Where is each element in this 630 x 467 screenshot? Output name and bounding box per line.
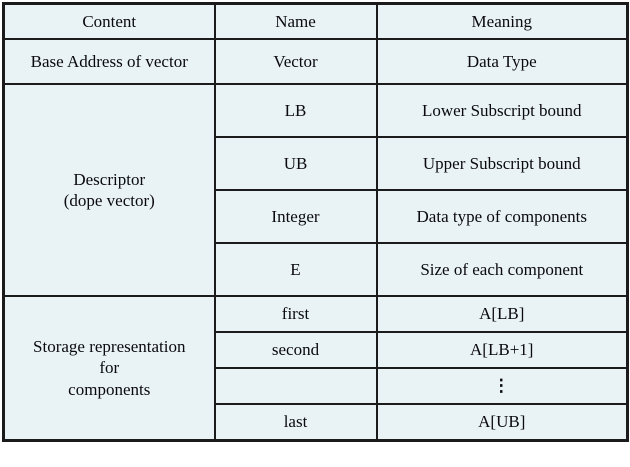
cell-ellipsis-name xyxy=(213,367,378,405)
table-row: Storage representation for components fi… xyxy=(2,295,629,442)
storage-line-2: for xyxy=(99,358,120,378)
cell-ub-name: UB xyxy=(213,136,378,191)
cell-first-meaning: A[LB] xyxy=(375,295,629,333)
vertical-ellipsis: ⋮ xyxy=(375,367,629,405)
cell-base-address-name: Vector xyxy=(213,38,378,85)
table-header-row: Content Name Meaning xyxy=(2,2,629,40)
table-row: second A[LB+1] xyxy=(4,331,629,369)
storage-line-1: Storage representation xyxy=(33,337,186,357)
cell-integer-meaning: Data type of components xyxy=(375,189,629,244)
cell-first-name: first xyxy=(213,295,378,333)
table-row: Base Address of vector Vector Data Type xyxy=(2,38,629,85)
cell-second-meaning: A[LB+1] xyxy=(375,331,629,369)
descriptor-line-1: Descriptor xyxy=(73,169,146,189)
descriptor-line-2: (dope vector) xyxy=(63,191,155,210)
cell-storage-content: Storage representation for components xyxy=(2,295,216,442)
cell-descriptor-content: Descriptor (dope vector) xyxy=(2,83,216,297)
cell-base-address-meaning: Data Type xyxy=(375,38,629,85)
table-row: Integer Data type of components xyxy=(4,189,629,244)
cell-last-meaning: A[UB] xyxy=(375,403,629,442)
storage-line-3: components xyxy=(68,379,151,399)
cell-lb-name: LB xyxy=(213,83,378,138)
cell-e-meaning: Size of each component xyxy=(375,242,629,297)
cell-base-address-content: Base Address of vector xyxy=(2,38,216,85)
vector-descriptor-table: Content Name Meaning Base Address of vec… xyxy=(2,2,629,442)
table-row: UB Upper Subscript bound xyxy=(4,136,629,191)
header-cell-name: Name xyxy=(213,2,378,40)
header-cell-content: Content xyxy=(2,2,216,40)
table-row: last A[UB] xyxy=(4,403,629,442)
cell-ub-meaning: Upper Subscript bound xyxy=(375,136,629,191)
cell-integer-name: Integer xyxy=(213,189,378,244)
cell-last-name: last xyxy=(213,403,378,442)
table-row: ⋮ xyxy=(4,367,629,405)
table-row: Descriptor (dope vector) LB Lower Subscr… xyxy=(2,83,629,297)
cell-e-name: E xyxy=(213,242,378,297)
table-row: E Size of each component xyxy=(4,242,629,297)
cell-second-name: second xyxy=(213,331,378,369)
header-cell-meaning: Meaning xyxy=(375,2,629,40)
cell-lb-meaning: Lower Subscript bound xyxy=(375,83,629,138)
